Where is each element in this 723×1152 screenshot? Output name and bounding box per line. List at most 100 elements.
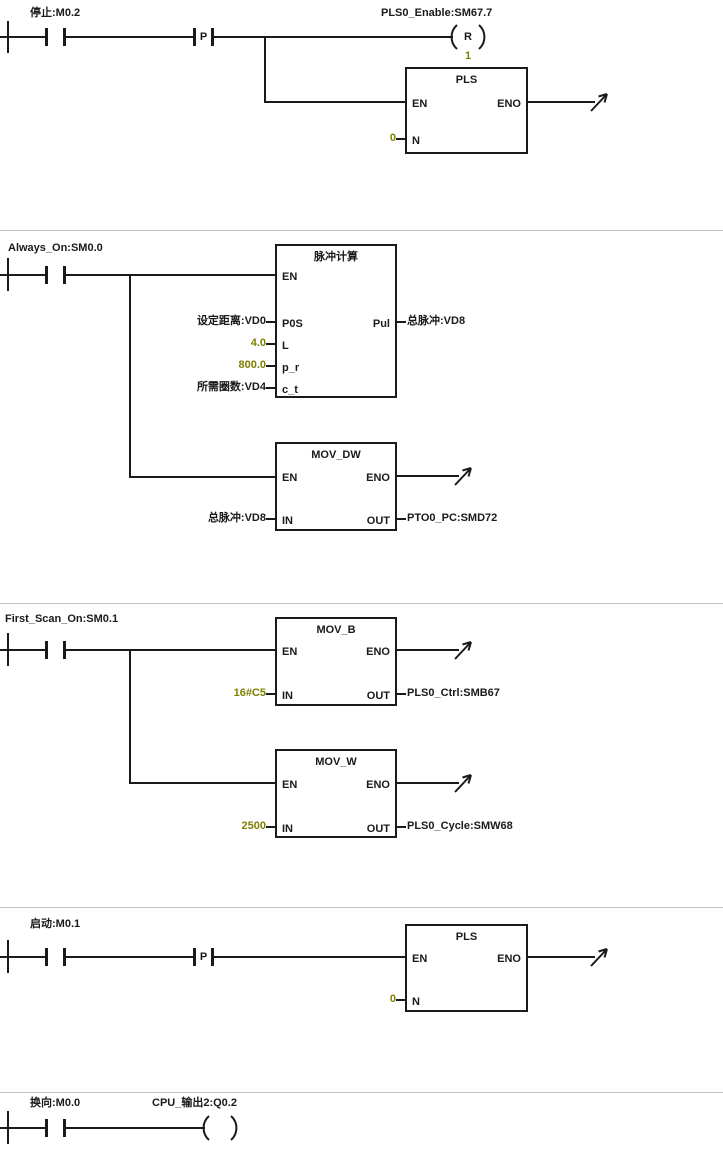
network-separator bbox=[0, 1092, 723, 1093]
contact-bar bbox=[63, 641, 66, 659]
n2-calc-in4-operand[interactable]: 所需圈数:VD4 bbox=[196, 381, 266, 393]
contact-bar bbox=[63, 1119, 66, 1137]
pin-in: IN bbox=[282, 515, 293, 527]
pin-n: N bbox=[412, 135, 420, 147]
n3-movb-out-operand[interactable]: PLS0_Ctrl:SMB67 bbox=[407, 687, 500, 699]
pin-stub bbox=[397, 321, 406, 323]
n3-mov-b-box[interactable]: MOV_B EN ENO IN OUT bbox=[275, 617, 397, 706]
n4-contact-operand[interactable]: 启动:M0.1 bbox=[30, 918, 81, 930]
n5-contact-operand[interactable]: 换向:M0.0 bbox=[30, 1097, 81, 1109]
wire bbox=[214, 36, 453, 38]
pin-stub bbox=[266, 518, 275, 520]
pin-stub bbox=[397, 518, 406, 520]
n4-pls-box[interactable]: PLS EN ENO N bbox=[405, 924, 528, 1012]
contact-bar bbox=[63, 28, 66, 46]
contact-bar bbox=[193, 28, 196, 46]
contact-bar bbox=[45, 1119, 48, 1137]
network-separator bbox=[0, 907, 723, 908]
n5-reverse-contact[interactable] bbox=[45, 1119, 66, 1137]
open-branch-arrow-icon bbox=[450, 774, 472, 793]
n2-contact-operand[interactable]: Always_On:SM0.0 bbox=[8, 242, 103, 254]
pin-eno: ENO bbox=[497, 953, 521, 965]
n1-reset-coil-operand[interactable]: PLS0_Enable:SM67.7 bbox=[381, 7, 493, 19]
pin-stub bbox=[266, 826, 275, 828]
wire bbox=[397, 782, 452, 784]
n3-mov-w-box[interactable]: MOV_W EN ENO IN OUT bbox=[275, 749, 397, 838]
wire bbox=[214, 956, 405, 958]
n2-calc-in1-operand[interactable]: 设定距离:VD0 bbox=[196, 315, 266, 327]
open-branch-arrow-icon bbox=[586, 93, 608, 112]
pin-eno: ENO bbox=[366, 779, 390, 791]
pin-stub bbox=[396, 138, 405, 140]
n1-positive-edge-contact[interactable]: P bbox=[193, 28, 214, 46]
pin-l: L bbox=[282, 340, 289, 352]
edge-contact-letter: P bbox=[199, 951, 208, 963]
contact-bar bbox=[211, 28, 214, 46]
n3-movb-in-operand[interactable]: 16#C5 bbox=[233, 687, 266, 699]
open-branch-arrow-icon bbox=[450, 641, 472, 660]
wire bbox=[397, 649, 452, 651]
n3-contact-operand[interactable]: First_Scan_On:SM0.1 bbox=[5, 613, 119, 625]
pin-n: N bbox=[412, 996, 420, 1008]
n1-pls-n-value[interactable]: 0 bbox=[389, 132, 396, 144]
wire bbox=[129, 782, 275, 784]
pin-out: OUT bbox=[366, 823, 390, 835]
n1-contact-operand[interactable]: 停止:M0.2 bbox=[30, 7, 81, 19]
contact-bar bbox=[45, 948, 48, 966]
coil-parens-icon bbox=[202, 1115, 238, 1141]
wire bbox=[397, 475, 452, 477]
pin-pul: Pul bbox=[372, 318, 390, 330]
contact-bar bbox=[193, 948, 196, 966]
n1-reset-coil[interactable]: R bbox=[444, 24, 492, 50]
box-title: PLS bbox=[455, 74, 478, 86]
wire bbox=[66, 956, 193, 958]
n2-pulse-calc-box[interactable]: 脉冲计算 EN P0S L p_r c_t Pul bbox=[275, 244, 397, 398]
pin-stub bbox=[266, 693, 275, 695]
wire bbox=[66, 36, 193, 38]
open-branch-arrow-icon bbox=[450, 467, 472, 486]
branch-wire bbox=[129, 274, 131, 478]
n2-calc-in2-operand[interactable]: 4.0 bbox=[250, 337, 266, 349]
open-branch-arrow-icon bbox=[586, 948, 608, 967]
contact-bar bbox=[211, 948, 214, 966]
n2-movdw-out-operand[interactable]: PTO0_PC:SMD72 bbox=[407, 512, 498, 524]
pin-eno: ENO bbox=[366, 472, 390, 484]
wire bbox=[0, 1127, 45, 1129]
n3-movw-in-operand[interactable]: 2500 bbox=[241, 820, 266, 832]
pin-c-t: c_t bbox=[282, 384, 298, 396]
n4-start-contact[interactable] bbox=[45, 948, 66, 966]
branch-wire bbox=[264, 36, 266, 103]
reset-coil-letter: R bbox=[464, 31, 472, 43]
contact-bar bbox=[63, 266, 66, 284]
n1-pls-box[interactable]: PLS EN ENO N bbox=[405, 67, 528, 154]
wire bbox=[66, 649, 275, 651]
wire bbox=[0, 649, 45, 651]
n3-movw-out-operand[interactable]: PLS0_Cycle:SMW68 bbox=[407, 820, 513, 832]
edge-contact-letter: P bbox=[199, 31, 208, 43]
pin-eno: ENO bbox=[497, 98, 521, 110]
contact-bar bbox=[45, 28, 48, 46]
n5-coil-operand[interactable]: CPU_输出2:Q0.2 bbox=[152, 1097, 237, 1109]
n1-reset-count[interactable]: 1 bbox=[464, 50, 472, 62]
pin-en: EN bbox=[282, 646, 298, 658]
n5-output-coil[interactable] bbox=[196, 1115, 244, 1141]
wire bbox=[0, 274, 45, 276]
pin-en: EN bbox=[412, 953, 428, 965]
n4-pls-n-value[interactable]: 0 bbox=[389, 993, 396, 1005]
n1-stop-contact[interactable] bbox=[45, 28, 66, 46]
wire bbox=[528, 956, 588, 958]
n2-always-on-contact[interactable] bbox=[45, 266, 66, 284]
pin-stub bbox=[266, 343, 275, 345]
n4-positive-edge-contact[interactable]: P bbox=[193, 948, 214, 966]
n2-calc-out-operand[interactable]: 总脉冲:VD8 bbox=[407, 315, 466, 327]
network-separator bbox=[0, 603, 723, 604]
contact-bar bbox=[45, 641, 48, 659]
n3-first-scan-contact[interactable] bbox=[45, 641, 66, 659]
n2-movdw-in-operand[interactable]: 总脉冲:VD8 bbox=[207, 512, 266, 524]
wire bbox=[66, 274, 275, 276]
pin-en: EN bbox=[282, 271, 298, 283]
pin-stub bbox=[397, 693, 406, 695]
n2-mov-dw-box[interactable]: MOV_DW EN ENO IN OUT bbox=[275, 442, 397, 531]
n2-calc-in3-operand[interactable]: 800.0 bbox=[238, 359, 266, 371]
